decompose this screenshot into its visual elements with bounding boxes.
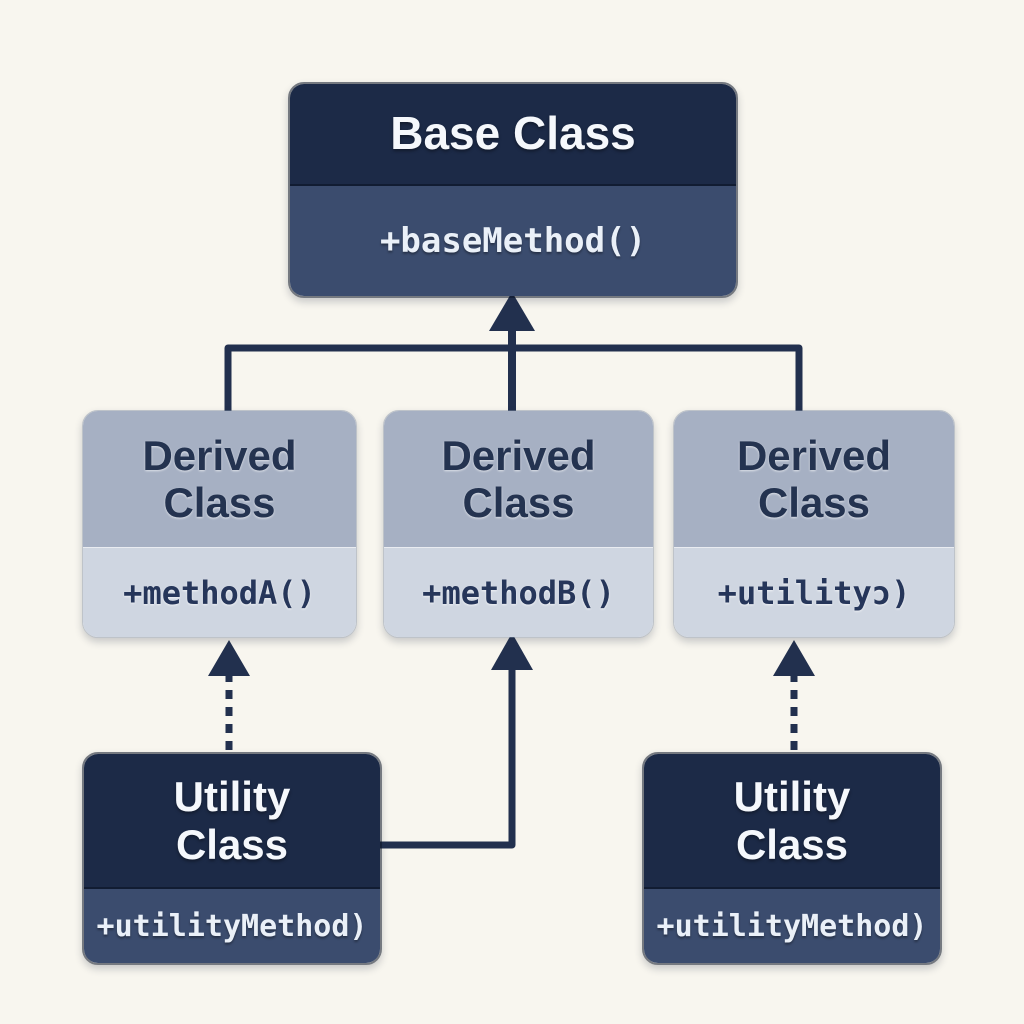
derived-right-method-section: +utilityɔ) <box>674 547 954 637</box>
class-box-derived-right: Derived Class +utilityɔ) <box>673 410 955 638</box>
utility-left-to-derived-middle-line <box>378 666 516 849</box>
base-class-method: +baseMethod() <box>379 221 647 261</box>
arrowhead-to-derived-left-icon <box>208 640 250 676</box>
derived-middle-method: +methodB() <box>422 573 615 612</box>
utility-left-title-section: Utility Class <box>84 754 380 889</box>
derived-middle-method-section: +methodB() <box>384 547 653 637</box>
class-box-utility-right: Utility Class +utilityMethod) <box>642 752 942 965</box>
arrowhead-to-derived-right-icon <box>773 640 815 676</box>
utility-right-method-section: +utilityMethod) <box>644 889 940 963</box>
derived-middle-title: Derived Class <box>441 431 596 526</box>
derived-right-title: Derived Class <box>736 431 892 526</box>
arrowhead-to-derived-middle-icon <box>491 633 533 670</box>
utility-right-title-section: Utility Class <box>644 754 940 889</box>
derived-left-title-section: Derived Class <box>83 411 356 547</box>
base-class-method-section: +baseMethod() <box>290 186 736 296</box>
base-class-title: Base Class <box>390 107 636 160</box>
class-box-derived-left: Derived Class +methodA() <box>82 410 357 638</box>
arrowhead-to-base-icon <box>489 292 535 331</box>
utility-left-method-section: +utilityMethod) <box>84 889 380 963</box>
derived-left-title: Derived Class <box>142 431 297 526</box>
utility-right-title: Utility Class <box>733 773 851 868</box>
derived-middle-title-section: Derived Class <box>384 411 653 547</box>
derived-left-method-section: +methodA() <box>83 547 356 637</box>
derived-right-method: +utilityɔ) <box>717 573 911 612</box>
utility-left-method: +utilityMethod) <box>96 908 368 944</box>
derived-right-title-section: Derived Class <box>674 411 954 547</box>
base-class-title-section: Base Class <box>290 84 736 186</box>
utility-right-method: +utilityMethod) <box>656 908 928 944</box>
class-box-utility-left: Utility Class +utilityMethod) <box>82 752 382 965</box>
utility-left-title: Utility Class <box>173 773 291 868</box>
derived-left-method: +methodA() <box>123 573 316 612</box>
class-box-derived-middle: Derived Class +methodB() <box>383 410 654 638</box>
class-box-base: Base Class +baseMethod() <box>288 82 738 298</box>
